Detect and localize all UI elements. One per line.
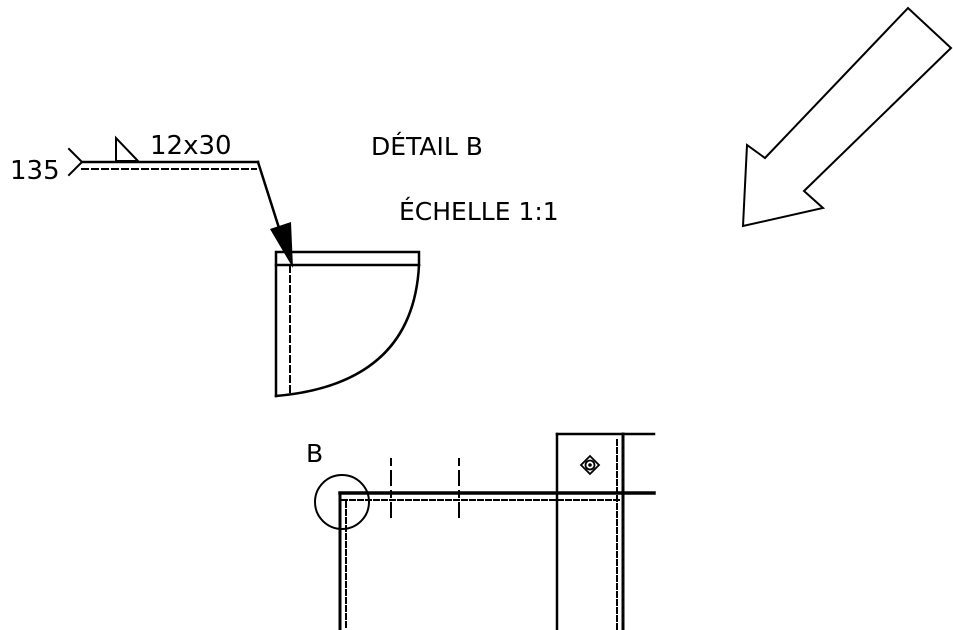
weld-tail-mark: [67, 147, 84, 177]
fillet-weld-symbol: [115, 135, 141, 162]
detail-marker-label: B: [306, 439, 323, 468]
weld-angle-label: 135: [10, 156, 60, 186]
weld-size-label: 12x30: [150, 131, 232, 161]
detail-scale: ÉCHELLE 1:1: [399, 197, 559, 226]
main-view: B: [306, 432, 656, 630]
view-direction-arrow: [741, 6, 953, 228]
detail-arc-profile: [274, 263, 421, 398]
detail-b-view: [274, 250, 421, 398]
hole-target-icon: [579, 454, 601, 476]
detail-top-plate: [274, 250, 421, 267]
weld-arrowhead: [270, 222, 293, 268]
detail-title: DÉTAIL B: [371, 132, 483, 161]
welding-symbol: 135 12x30: [10, 131, 293, 268]
detail-circle: [314, 474, 370, 530]
